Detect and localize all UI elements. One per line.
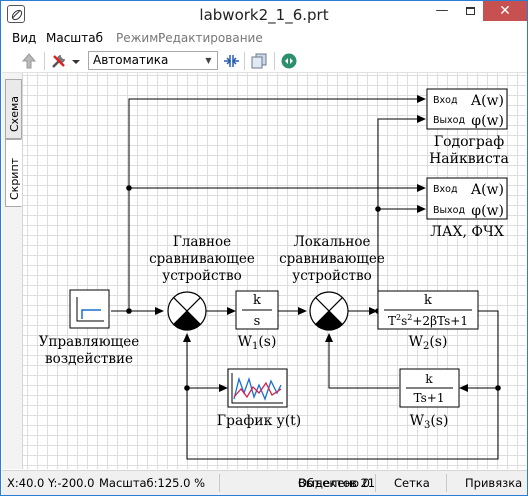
tab-scheme-label: Схема <box>8 96 21 132</box>
w3-denominator: Ts+1 <box>414 391 445 405</box>
status-objects: Объектов 21 <box>298 476 376 490</box>
junction-dot <box>495 385 501 391</box>
junction-dot <box>126 308 132 314</box>
status-bar: X:40.0 Y:-200.0 Масштаб:125.0 % Объектов… <box>2 470 527 495</box>
graph-block[interactable] <box>227 368 288 408</box>
status-scale: Масштаб:125.0 % <box>99 476 206 490</box>
lax-output-label: Выход <box>433 205 465 216</box>
nyquist-amp: A(w) <box>470 93 504 109</box>
w2-block[interactable] <box>377 290 479 330</box>
nyquist-output-label: Выход <box>433 115 465 126</box>
local-comparator-label-3: устройство <box>292 268 372 284</box>
w3-label: W3(s) <box>410 413 449 431</box>
lax-input-label: Вход <box>433 184 458 195</box>
signal-line <box>325 333 399 389</box>
main-comparator-label-2: сравнивающее <box>149 251 255 267</box>
w2-label: W2(s) <box>409 334 448 352</box>
nyquist-block[interactable] <box>426 88 508 130</box>
fit-width-icon[interactable] <box>222 52 240 70</box>
lax-title: ЛАХ, ФЧХ <box>430 224 504 240</box>
status-snap-toggle[interactable]: Привязка <box>465 476 523 490</box>
maximize-icon <box>465 6 475 15</box>
close-button[interactable]: ✕ <box>483 1 527 21</box>
tools-icon[interactable] <box>50 52 68 70</box>
w2-numerator: k <box>424 293 432 308</box>
w3-numerator: k <box>425 372 433 386</box>
signal-line <box>128 95 426 311</box>
input-block[interactable] <box>69 289 110 329</box>
up-arrow-icon[interactable] <box>20 52 38 70</box>
status-grid-toggle[interactable]: Сетка <box>394 476 430 490</box>
status-y: Y:-200.0 <box>48 476 95 490</box>
block-diagram: Управляющее воздействие Главное сравнива… <box>39 88 509 460</box>
mode-select-value: Автоматика <box>93 53 169 67</box>
toolbar-separator <box>44 52 45 70</box>
run-icon[interactable] <box>280 52 298 70</box>
menu-view[interactable]: Вид <box>12 31 37 45</box>
nyquist-phase: φ(w) <box>471 113 504 129</box>
w3-block[interactable] <box>399 368 460 408</box>
local-comparator-label-1: Локальное <box>294 234 371 250</box>
toolbar: Автоматика ▼ <box>2 49 527 73</box>
toolbar-separator <box>274 52 275 70</box>
status-divider <box>446 474 447 492</box>
status-x: X:40.0 <box>7 476 45 490</box>
tab-scheme[interactable]: Схема <box>5 79 22 139</box>
junction-dot <box>184 385 190 391</box>
app-logo-icon <box>7 5 25 23</box>
status-divider <box>219 474 220 492</box>
menu-scale[interactable]: Масштаб <box>46 31 104 45</box>
local-comparator-label-2: сравнивающее <box>279 251 385 267</box>
maximize-button[interactable] <box>457 1 483 21</box>
lax-amp: A(w) <box>470 182 504 198</box>
tab-script-label: Скрипт <box>8 157 21 200</box>
title-bar: labwork2_1_6.prt — ✕ <box>1 1 527 27</box>
w1-denominator: s <box>254 314 261 329</box>
nyquist-input-label: Вход <box>433 95 458 106</box>
input-label-1: Управляющее <box>39 334 139 350</box>
status-divider <box>375 474 376 492</box>
diagram-canvas[interactable]: Управляющее воздействие Главное сравнива… <box>23 73 526 469</box>
lax-block[interactable] <box>426 177 508 220</box>
side-tabs: Схема Скрипт <box>2 73 23 469</box>
w1-label: W1(s) <box>238 334 277 352</box>
junction-dot <box>126 185 132 191</box>
w1-block[interactable] <box>235 290 279 330</box>
main-comparator-label-3: устройство <box>162 268 242 284</box>
tools-dropdown-icon[interactable] <box>70 52 82 70</box>
minimize-button[interactable]: — <box>435 3 449 18</box>
input-label-2: воздействие <box>45 351 133 367</box>
copy-layers-icon[interactable] <box>250 52 268 70</box>
chevron-down-icon: ▼ <box>205 56 212 65</box>
menu-bar: Вид Масштаб Режим: Редактирование <box>2 28 527 48</box>
w1-numerator: k <box>253 293 261 308</box>
signal-line <box>377 115 426 311</box>
graph-label: График y(t) <box>217 413 302 429</box>
tab-script[interactable]: Скрипт <box>5 139 22 207</box>
nyquist-title-2: Найквиста <box>429 151 509 167</box>
status-selected: Выделено 0 <box>298 476 370 490</box>
main-comparator[interactable] <box>167 291 207 331</box>
nyquist-title-1: Годограф <box>434 134 504 150</box>
junction-dot <box>375 206 381 212</box>
window-title: labwork2_1_6.prt <box>199 6 329 24</box>
main-comparator-label-1: Главное <box>173 234 231 250</box>
mode-value: Редактирование <box>158 31 263 45</box>
mode-select[interactable]: Автоматика ▼ <box>88 51 218 70</box>
local-comparator[interactable] <box>309 291 349 331</box>
signal-line <box>183 310 499 460</box>
mode-label: Режим: <box>116 31 163 45</box>
lax-phase: φ(w) <box>471 203 504 219</box>
toolbar-separator <box>244 52 245 70</box>
